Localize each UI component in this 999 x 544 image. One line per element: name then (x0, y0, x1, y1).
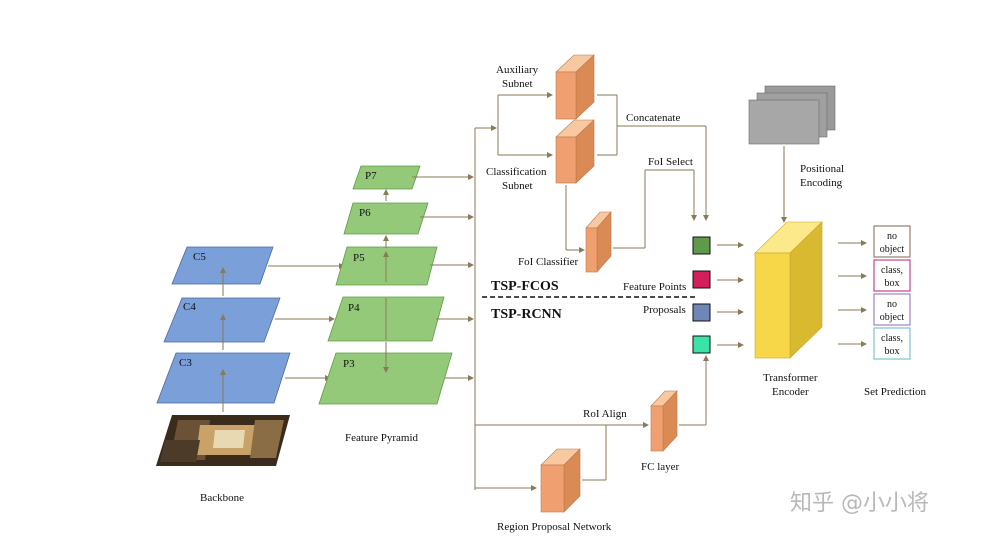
classification-subnet-block (555, 119, 595, 184)
pyramid-level-p7 (352, 165, 421, 190)
pyramid-level-p6 (343, 202, 429, 235)
prediction-1-line-1: no (887, 231, 897, 242)
auxiliary-subnet-block (555, 54, 595, 120)
fc-layer-block (650, 390, 678, 452)
tsp-fcos-label: TSP-FCOS (491, 279, 559, 294)
positional-encoding-block (748, 85, 836, 145)
concatenate-label: Concatenate (626, 112, 680, 124)
pyramid-level-p3 (318, 352, 453, 405)
rpn-label: Region Proposal Network (497, 521, 612, 533)
label-c5: C5 (193, 251, 206, 263)
positional-label-2: Encoding (800, 177, 843, 189)
classification-subnet-label-2: Subnet (502, 180, 533, 192)
token-blue (692, 303, 711, 322)
auxiliary-subnet-label-2: Subnet (502, 78, 533, 90)
label-p5: P5 (353, 252, 365, 264)
feature-points-label: Feature Points (623, 281, 686, 293)
rpn-block (540, 448, 581, 513)
label-c3: C3 (179, 357, 192, 369)
label-p6: P6 (359, 207, 371, 219)
roi-align-label: RoI Align (583, 408, 627, 420)
prediction-box-4 (873, 327, 911, 360)
prediction-4-line-2: box (885, 346, 900, 357)
transformer-label-1: Transformer (763, 372, 818, 384)
foi-classifier-block (585, 211, 612, 273)
auxiliary-subnet-label-1: Auxiliary (496, 64, 539, 76)
backbone-label: Backbone (200, 492, 244, 504)
transformer-label-2: Encoder (772, 386, 809, 398)
token-green (692, 236, 711, 255)
tsp-rcnn-label: TSP-RCNN (491, 307, 562, 322)
prediction-box-3 (873, 293, 911, 326)
set-prediction-label: Set Prediction (864, 386, 927, 398)
backbone-level-c5 (171, 246, 274, 285)
prediction-4-line-1: class, (881, 333, 903, 344)
foi-select-label: FoI Select (648, 156, 693, 168)
transformer-encoder-block (754, 221, 823, 359)
feature-pyramid: P7 P6 P5 P4 P3 Feature Pyramid (318, 165, 453, 444)
prediction-3-line-1: no (887, 299, 897, 310)
token-teal (692, 335, 711, 354)
prediction-2-line-2: box (885, 278, 900, 289)
label-p7: P7 (365, 170, 377, 182)
fc-layer-label: FC layer (641, 461, 680, 473)
backbone: C5 C4 C3 Backbone (156, 246, 291, 504)
input-image (156, 415, 290, 466)
positional-label-1: Positional (800, 163, 844, 175)
label-p3: P3 (343, 358, 355, 370)
pyramid-label: Feature Pyramid (345, 432, 419, 444)
label-c4: C4 (183, 301, 196, 313)
prediction-box-2 (873, 259, 911, 292)
classification-subnet-label-1: Classification (486, 166, 547, 178)
prediction-3-line-2: object (880, 312, 905, 323)
foi-classifier-label: FoI Classifier (518, 256, 579, 268)
proposals-label: Proposals (643, 304, 686, 316)
prediction-1-line-2: object (880, 244, 905, 255)
prediction-box-1 (873, 225, 911, 258)
token-red (692, 270, 711, 289)
label-p4: P4 (348, 302, 360, 314)
watermark: 知乎 @小小将 (790, 491, 929, 516)
prediction-2-line-1: class, (881, 265, 903, 276)
backbone-level-c4 (163, 297, 281, 343)
